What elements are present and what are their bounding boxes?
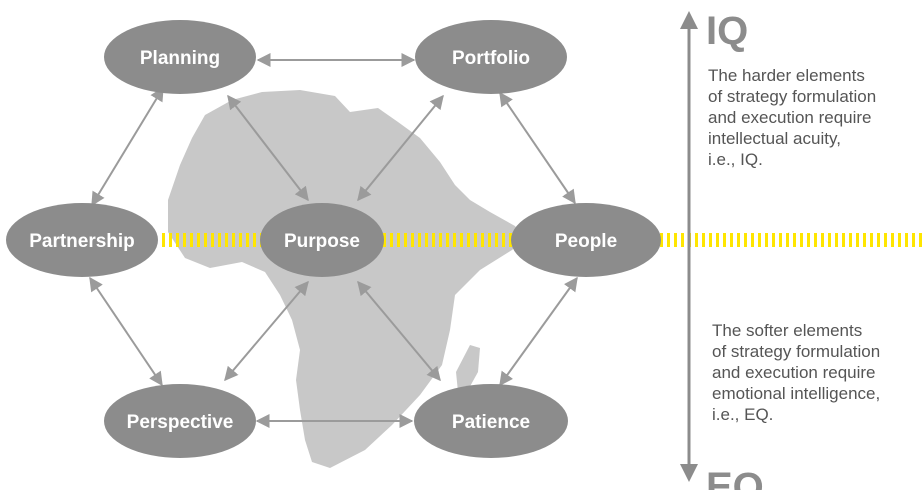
iq-description-line: of strategy formulation xyxy=(708,87,877,106)
node-perspective-label: Perspective xyxy=(127,412,234,433)
iq-description-line: i.e., IQ. xyxy=(708,150,763,169)
eq-label: EQ xyxy=(706,465,764,490)
eq-description-line: and execution require xyxy=(712,363,876,382)
node-patience: Patience xyxy=(414,384,568,458)
connector-planning-purpose xyxy=(227,94,309,202)
eq-description-line: i.e., EQ. xyxy=(712,405,774,424)
iq-description: The harder elements of strategy formulat… xyxy=(708,65,876,170)
node-portfolio-label: Portfolio xyxy=(452,48,530,69)
eq-description: The softer elements of strategy formulat… xyxy=(712,320,880,425)
node-portfolio: Portfolio xyxy=(415,20,567,94)
connector-portfolio-purpose xyxy=(357,94,444,202)
iq-description-line: and execution require xyxy=(708,108,872,127)
connector-planning-partnership xyxy=(91,86,164,207)
node-planning-label: Planning xyxy=(140,48,220,69)
eq-description-line: The softer elements xyxy=(712,321,863,340)
node-people-label: People xyxy=(555,231,617,252)
iq-description-line: The harder elements xyxy=(708,66,865,85)
axis-up-arrow-icon xyxy=(680,11,698,29)
eq-description-line: emotional intelligence, xyxy=(712,384,881,403)
node-planning: Planning xyxy=(104,20,256,94)
node-purpose: Purpose xyxy=(260,203,384,277)
connector-purpose-perspective xyxy=(224,280,309,382)
connector-people-patience xyxy=(499,276,578,387)
node-partnership-label: Partnership xyxy=(29,231,135,252)
node-purpose-label: Purpose xyxy=(284,231,360,252)
axis-down-arrow-icon xyxy=(680,464,698,482)
node-partnership: Partnership xyxy=(6,203,158,277)
connector-purpose-patience xyxy=(357,280,441,382)
madagascar-map xyxy=(456,345,480,392)
node-patience-label: Patience xyxy=(452,412,530,433)
eq-description-line: of strategy formulation xyxy=(712,342,881,361)
iq-eq-axis xyxy=(680,11,698,482)
iq-label: IQ xyxy=(706,9,748,53)
connector-portfolio-people xyxy=(499,91,576,205)
node-perspective: Perspective xyxy=(104,384,256,458)
iq-description-line: intellectual acuity, xyxy=(708,129,841,148)
connector-partnership-perspective xyxy=(89,276,163,387)
node-people: People xyxy=(511,203,661,277)
